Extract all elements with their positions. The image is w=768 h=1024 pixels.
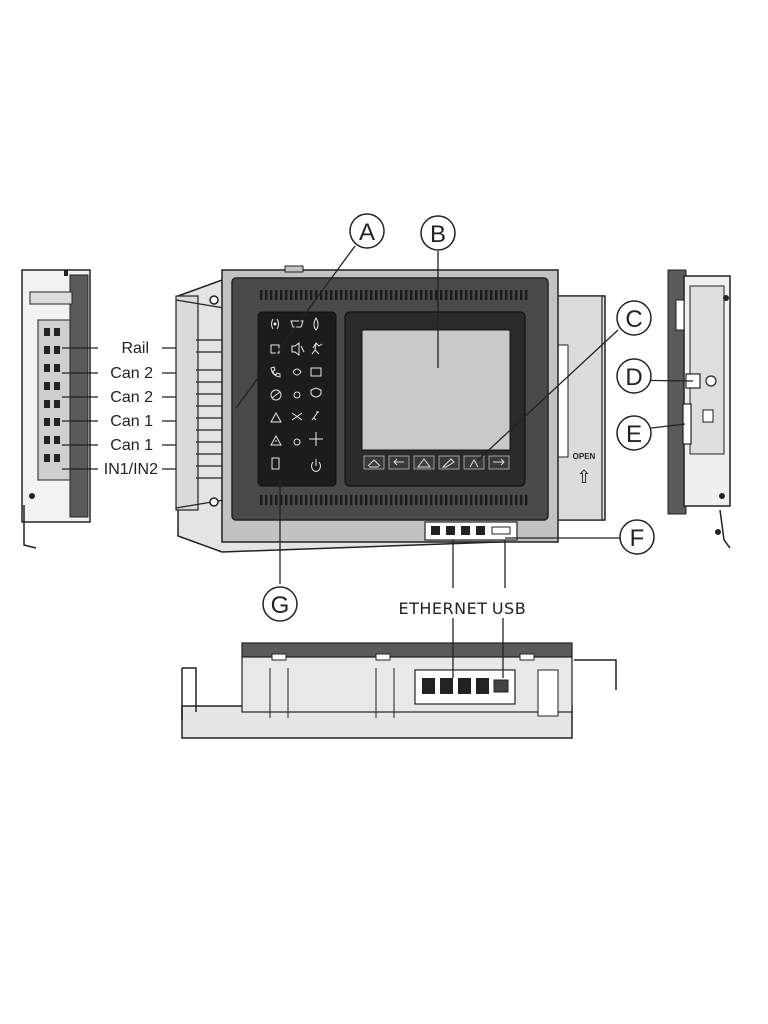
bottom-view (181, 642, 617, 739)
callout-letter-d: D (625, 364, 642, 391)
alarm-bar-icon (310, 367, 322, 377)
triangle-warning-icon (270, 411, 282, 423)
callout-d: D (616, 358, 652, 394)
monitor-icon (290, 320, 304, 328)
open-text: OPEN (573, 452, 596, 461)
callout-b: B (420, 215, 456, 251)
no-entry-icon (270, 389, 282, 401)
callout-c: C (616, 300, 652, 336)
open-arrow-icon: ⇧ (576, 467, 591, 488)
callout-letter-g: G (271, 592, 290, 619)
label-can1-a: Can 1 (110, 413, 153, 430)
home-icon (367, 459, 381, 468)
battery-icon (271, 457, 280, 470)
cross-icon (293, 391, 301, 399)
ethernet-port-strip (431, 526, 485, 535)
callout-f: F (619, 519, 655, 555)
ethernet-label: ETHERNET (399, 599, 488, 618)
usb-jack (493, 679, 509, 693)
left-side-labels: Rail Can 2 Can 2 Can 1 Can 1 IN1/IN2 (104, 340, 158, 478)
callout-letter-b: B (430, 221, 446, 248)
led-icons (270, 316, 323, 472)
usb-label: USB (492, 599, 526, 618)
edit-button[interactable] (438, 455, 460, 470)
label-can2-a: Can 2 (110, 365, 153, 382)
callout-letter-f: F (630, 525, 645, 552)
fire-drop-icon (313, 316, 319, 331)
callout-letter-e: E (626, 421, 642, 448)
label-can2-b: Can 2 (110, 389, 153, 406)
alarm-list-icon (417, 458, 431, 468)
left-side-view (21, 269, 91, 549)
user-icon (469, 458, 479, 468)
mute-icon (291, 412, 303, 421)
edit-icon (441, 458, 455, 468)
label-in1-in2: IN1/IN2 (104, 461, 158, 478)
home-button[interactable] (363, 455, 385, 470)
front-view: OPEN ⇧ (175, 265, 606, 553)
phone-icon (270, 366, 281, 378)
right-side-view (667, 269, 731, 549)
usb-port-strip (491, 526, 511, 535)
alarm-signal-icon (271, 318, 279, 330)
shield-icon (310, 387, 322, 398)
compass-icon (309, 432, 323, 446)
label-rail: Rail (121, 340, 149, 357)
power-icon (311, 459, 321, 472)
callout-letter-c: C (625, 306, 642, 333)
key-icon (311, 411, 319, 421)
callout-letter-a: A (359, 219, 375, 246)
loop-icon (292, 368, 302, 376)
terminal-blocks (44, 328, 60, 462)
speaker-off-icon (291, 342, 305, 356)
label-can1-b: Can 1 (110, 437, 153, 454)
callout-a: A (349, 213, 385, 249)
ethernet-jacks (422, 678, 489, 694)
forward-icon (493, 458, 505, 466)
back-icon (393, 458, 404, 466)
callout-e: E (616, 415, 652, 451)
open-marker: OPEN ⇧ (573, 452, 596, 488)
sparkle-icon (293, 438, 301, 446)
callout-g: G (262, 586, 298, 622)
running-person-icon (311, 342, 323, 355)
caution-icon (270, 434, 282, 446)
